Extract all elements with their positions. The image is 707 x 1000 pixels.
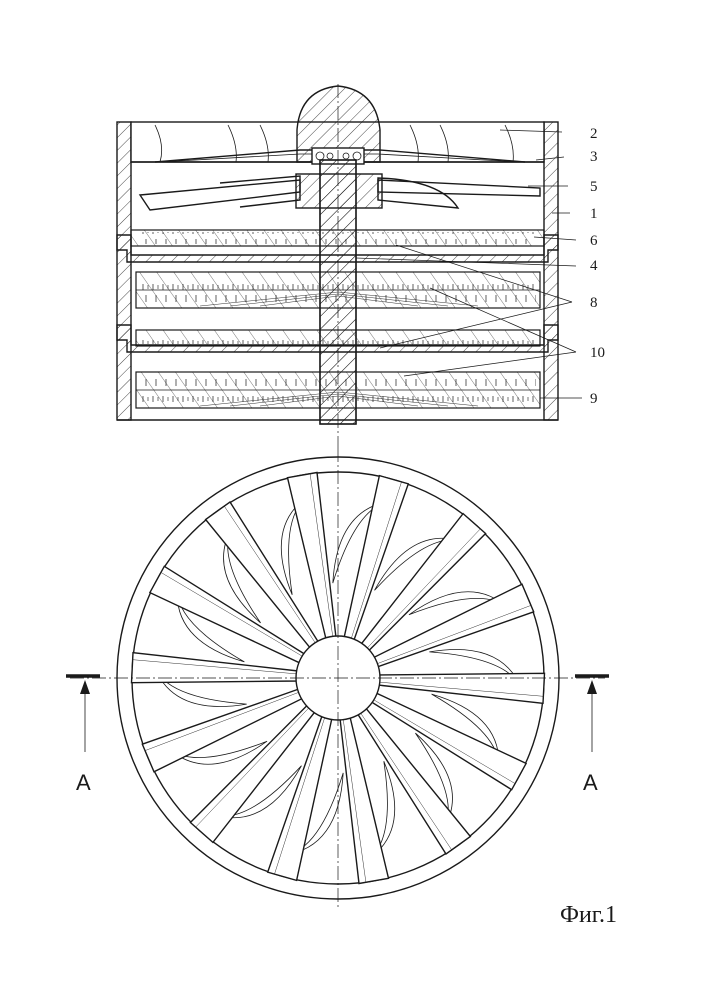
callout-4: 4 <box>590 258 598 274</box>
spoke <box>150 566 305 663</box>
callout-3: 3 <box>590 149 598 165</box>
section-label-right: A <box>583 770 598 795</box>
spoke <box>371 693 526 790</box>
impeller-blade-right <box>378 180 540 196</box>
section-marker-right: A <box>575 676 609 795</box>
housing-wall-right <box>544 122 558 420</box>
callout-1: 1 <box>590 206 598 222</box>
callout-8: 8 <box>590 295 598 311</box>
impeller-blade-left <box>140 180 300 210</box>
section-label-left: A <box>76 770 91 795</box>
callout-6: 6 <box>590 233 598 249</box>
housing-wall-left <box>117 122 131 420</box>
section-view <box>117 84 558 448</box>
plan-view <box>70 448 605 910</box>
callout-5: 5 <box>590 179 598 195</box>
callout-10: 10 <box>590 345 605 361</box>
section-marker-left: A <box>66 676 100 795</box>
callouts: 2 3 5 1 6 4 8 10 9 <box>590 126 605 407</box>
callout-2: 2 <box>590 126 598 142</box>
callout-9: 9 <box>590 391 598 407</box>
figure-caption: Фиг.1 <box>560 902 617 928</box>
